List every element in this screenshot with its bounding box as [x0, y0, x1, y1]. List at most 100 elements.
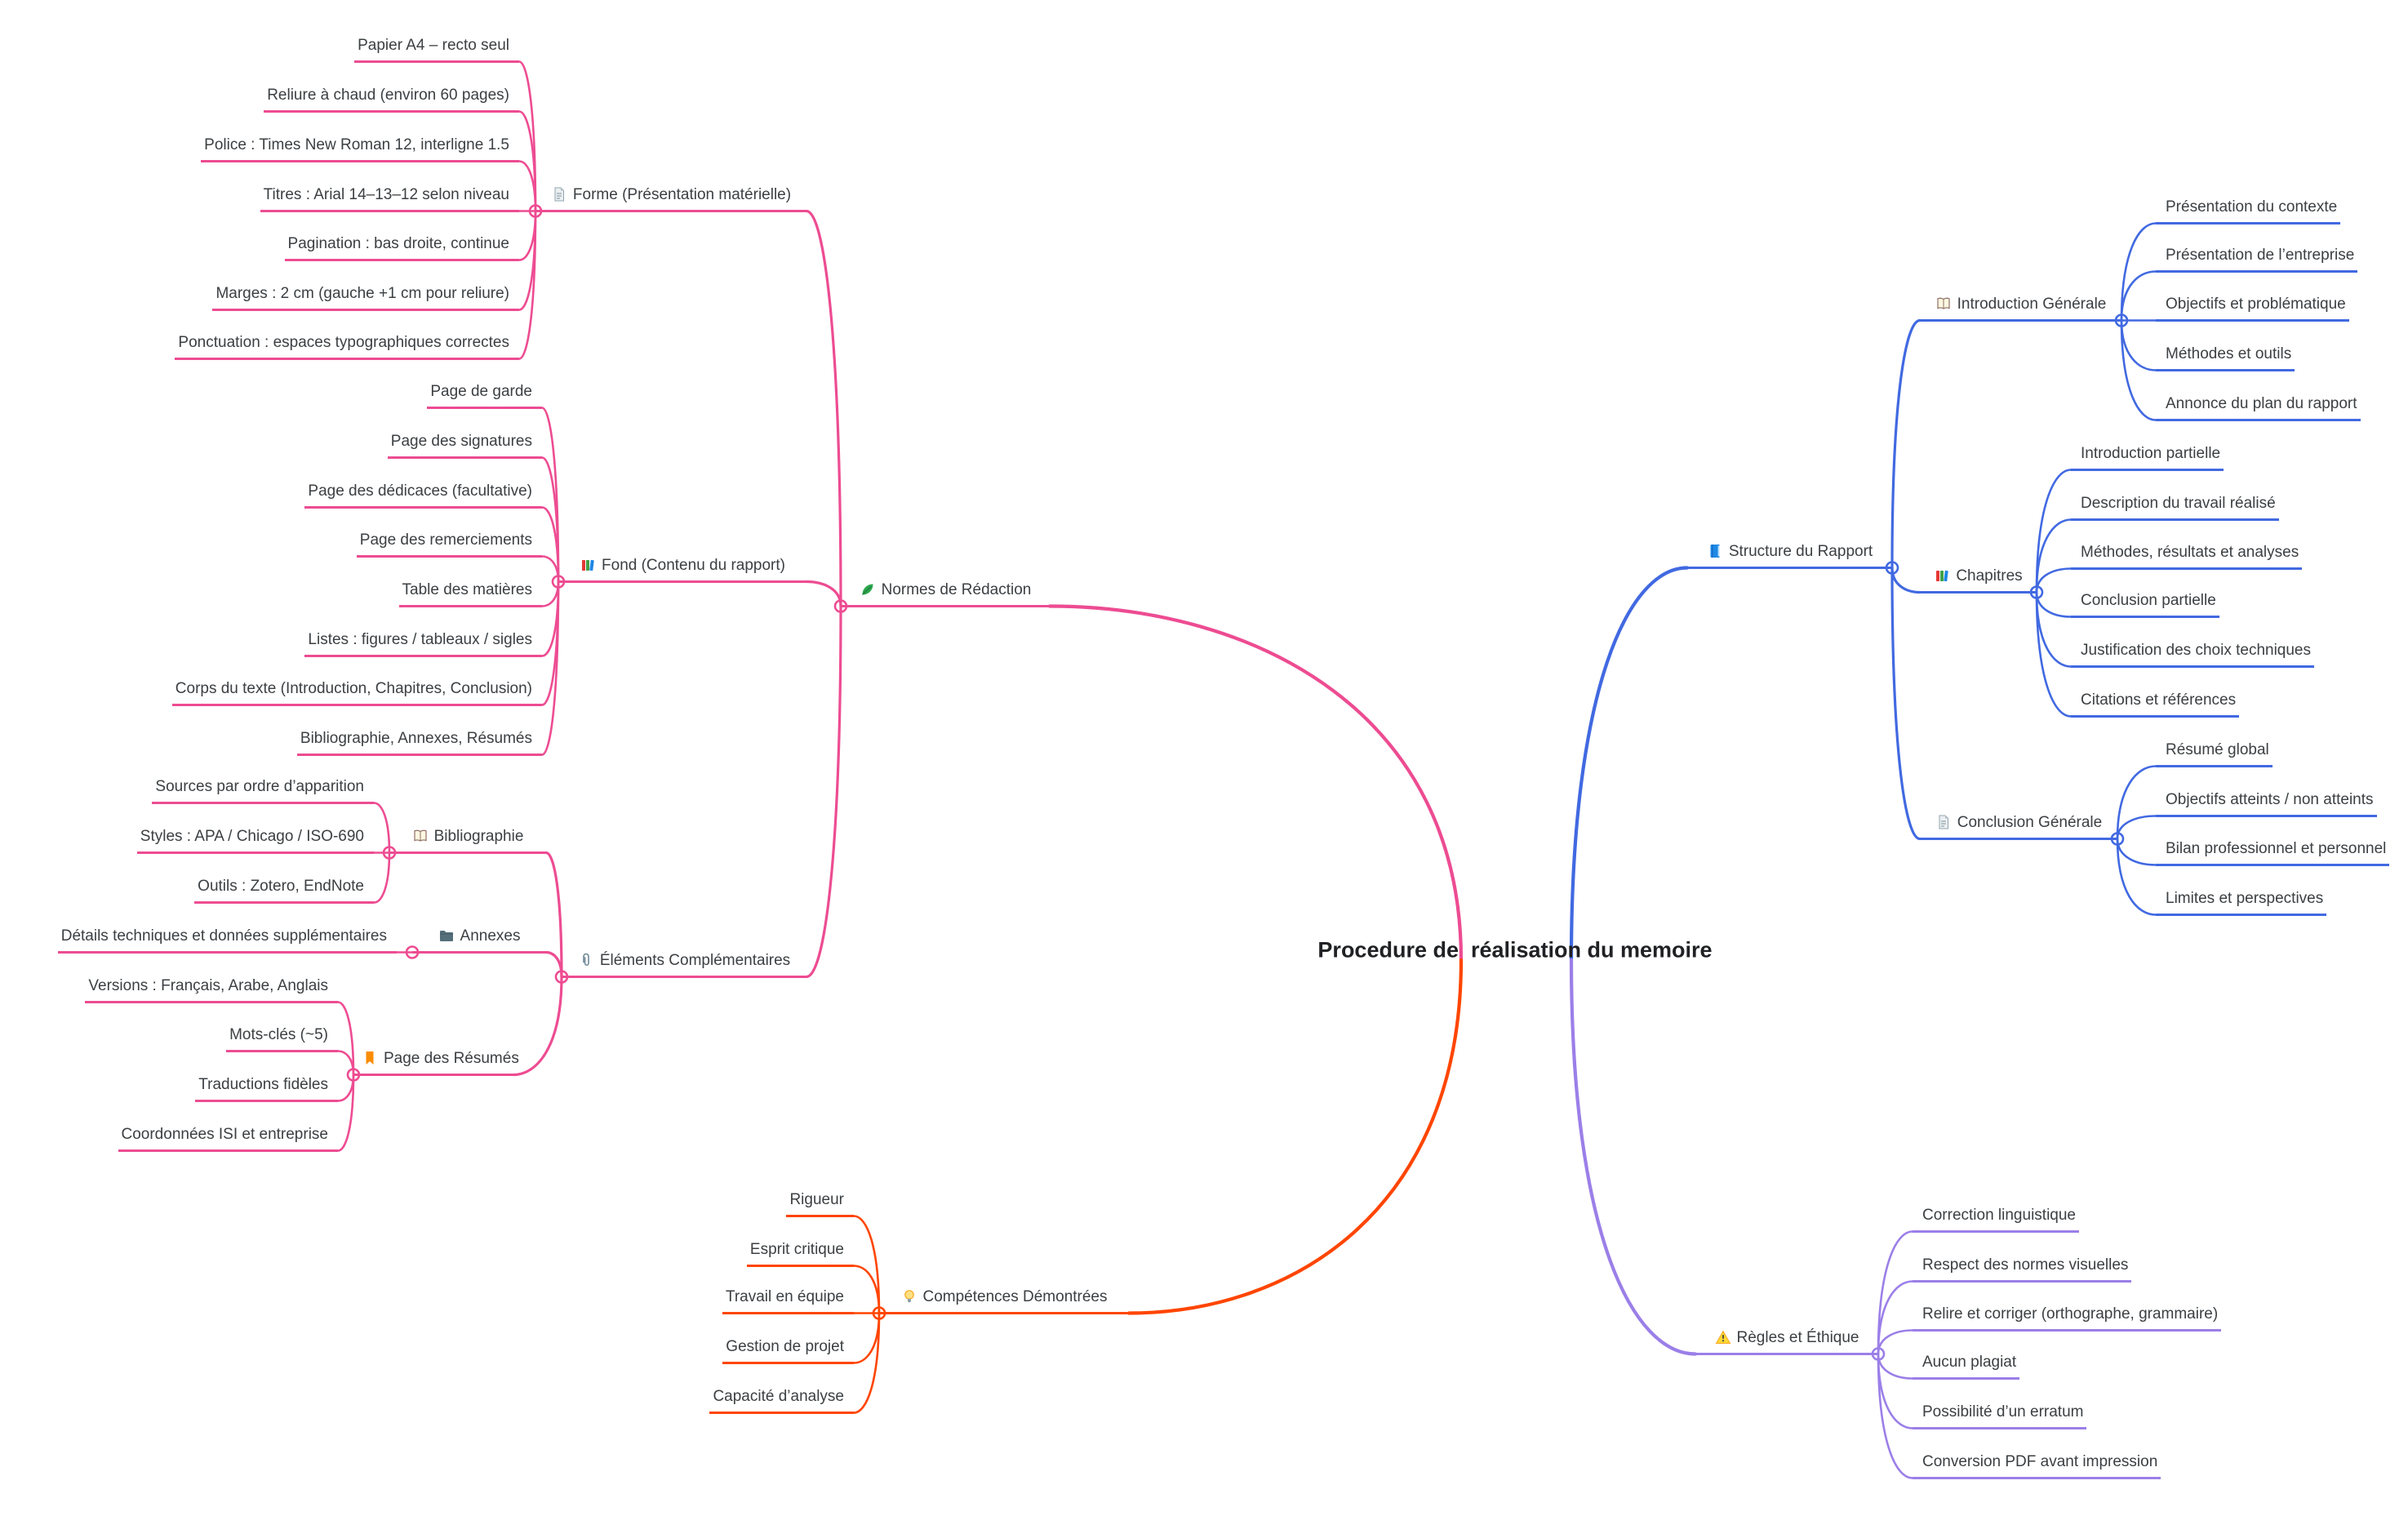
mindmap-node: Travail en équipe: [722, 1287, 854, 1314]
node-label: Sources par ordre d’apparition: [155, 778, 364, 795]
mindmap-node: Sources par ordre d’apparition: [152, 776, 374, 804]
node-label: Outils : Zotero, EndNote: [198, 878, 364, 895]
mindmap-node: Versions : Français, Arabe, Anglais: [85, 976, 338, 1003]
root-node: Procedure de réalisation du memoire: [1317, 937, 1713, 963]
mindmap-node: Esprit critique: [746, 1239, 854, 1267]
node-label: Justification des choix techniques: [2081, 642, 2311, 659]
link-curve: [372, 802, 391, 854]
link-curve: [512, 975, 563, 1077]
mindmap-node: Résumé global: [2156, 740, 2272, 767]
node-label: Reliure à chaud (environ 60 pages): [267, 87, 509, 104]
node-label: Conclusion partielle: [2081, 592, 2216, 609]
mindmap-node: Capacité d’analyse: [709, 1386, 854, 1414]
node-label: Éléments Complémentaires: [599, 952, 791, 969]
mindmap-node: Introduction partielle: [2071, 443, 2224, 471]
node-label: Table des matières: [402, 581, 532, 598]
lightbulb-icon: [901, 1288, 917, 1305]
link-curve: [518, 210, 537, 360]
mindmap-node: Objectifs et problématique: [2156, 294, 2349, 322]
link-curve: [2120, 319, 2157, 371]
node-label: Détails techniques et données supplément…: [60, 927, 387, 945]
link-curve: [1877, 1353, 1914, 1429]
blue-book-icon: [1707, 543, 1723, 559]
node-label: Normes de Rédaction: [881, 581, 1032, 598]
node-label: Conclusion Générale: [1957, 814, 2103, 831]
mindmap-node: Pagination : bas droite, continue: [284, 233, 519, 261]
node-label: Méthodes, résultats et analyses: [2081, 544, 2299, 561]
mindmap-node: Reliure à chaud (environ 60 pages): [264, 85, 519, 113]
node-label: Listes : figures / tableaux / sigles: [308, 631, 532, 648]
mindmap-node: Traductions fidèles: [195, 1074, 338, 1102]
link-curve: [1877, 1353, 1914, 1479]
link-curve: [1569, 566, 1690, 963]
link-curve: [1877, 1329, 1914, 1355]
link-curve: [1126, 958, 1464, 1315]
node-label: Police : Times New Roman 12, interligne …: [204, 136, 509, 153]
node-label: Description du travail réalisé: [2081, 495, 2276, 512]
link-curve: [544, 950, 563, 979]
node-label: Traductions fidèles: [198, 1076, 328, 1093]
node-label: Respect des normes visuelles: [1922, 1256, 2129, 1274]
node-label: Page des remerciements: [359, 531, 532, 549]
link-curve: [544, 851, 563, 979]
node-label: Présentation de l’entreprise: [2166, 247, 2355, 264]
mindmap-node: Page de garde: [427, 381, 542, 409]
link-curve: [518, 210, 537, 261]
node-label: Méthodes et outils: [2166, 345, 2292, 362]
mindmap-node: Bibliographie, Annexes, Résumés: [296, 728, 542, 756]
link-curve: [540, 506, 560, 583]
mindmap-node: Justification des choix techniques: [2071, 640, 2314, 668]
mindmap-node: Éléments Complémentaires: [562, 950, 806, 978]
mindmap-node: Règles et Éthique: [1695, 1327, 1878, 1355]
link-curve: [2116, 765, 2157, 840]
mindmap-node: Outils : Zotero, EndNote: [194, 876, 374, 904]
link-curve: [1877, 1280, 1914, 1355]
link-curve: [1569, 958, 1698, 1356]
node-label: Capacité d’analyse: [713, 1388, 844, 1405]
link-curve: [2116, 815, 2157, 840]
mindmap-node: Citations et références: [2071, 690, 2240, 718]
node-label: Esprit critique: [749, 1241, 844, 1258]
node-label: Page des dédicaces (facultative): [308, 482, 532, 500]
node-label: Introduction Générale: [1957, 296, 2107, 313]
books-icon: [1934, 567, 1950, 584]
warning-icon: [1715, 1329, 1731, 1345]
node-label: Citations et références: [2081, 691, 2237, 709]
link-curve: [372, 851, 391, 904]
mindmap-node: Présentation de l’entreprise: [2156, 245, 2358, 273]
mindmap-node: Fond (Contenu du rapport): [558, 555, 806, 583]
mindmap-node: Introduction Générale: [1920, 294, 2121, 322]
link-curve: [2035, 469, 2073, 594]
link-curve: [805, 580, 842, 608]
open-book-icon: [1935, 296, 1952, 312]
link-curve: [852, 1312, 881, 1414]
mindmap-node: Page des remerciements: [356, 530, 542, 558]
node-label: Titres : Arial 14–13–12 selon niveau: [263, 186, 509, 203]
link-curve: [2035, 591, 2073, 668]
mindmap-node: Rigueur: [786, 1189, 854, 1217]
mindmap-node: Relire et corriger (orthographe, grammai…: [1913, 1304, 2222, 1332]
link-curve: [336, 1074, 355, 1152]
node-label: Ponctuation : espaces typographiques cor…: [178, 334, 509, 351]
mindmap-node: Possibilité d’un erratum: [1913, 1402, 2087, 1429]
node-label: Correction linguistique: [1922, 1207, 2076, 1224]
link-curve: [2120, 270, 2157, 322]
mindmap-node: Présentation du contexte: [2156, 197, 2341, 225]
node-label: Gestion de projet: [726, 1338, 844, 1355]
link-curve: [852, 1312, 881, 1364]
node-label: Chapitres: [1956, 567, 2023, 585]
mindmap-node: Page des Résumés: [353, 1048, 519, 1076]
mindmap-node: Normes de Rédaction: [841, 580, 1050, 607]
node-label: Relire et corriger (orthographe, grammai…: [1922, 1305, 2219, 1323]
mindmap-node: Respect des normes visuelles: [1913, 1255, 2132, 1283]
page-icon: [551, 186, 567, 202]
node-label: Rigueur: [789, 1191, 844, 1208]
link-curve: [540, 555, 560, 583]
mindmap-node: Annonce du plan du rapport: [2156, 393, 2361, 421]
mindmap-node: Détails techniques et données supplément…: [57, 926, 397, 954]
node-label: Conversion PDF avant impression: [1922, 1453, 2158, 1470]
link-curve: [2116, 838, 2157, 916]
paperclip-icon: [578, 952, 594, 968]
